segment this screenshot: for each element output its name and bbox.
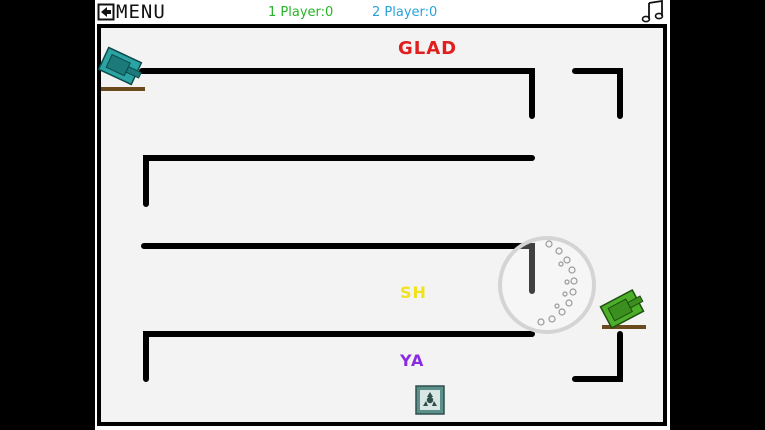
menu-label: MENU (116, 1, 166, 23)
maze-walls (139, 68, 623, 382)
player2-tank (599, 288, 646, 330)
top-bar: MENU 1 Player:0 2 Player:0 (95, 0, 670, 24)
player1-tank (97, 46, 145, 91)
maze-wall (572, 331, 623, 382)
maze-wall (572, 68, 623, 119)
ya-label: YA (400, 351, 425, 370)
sh-label: SH (400, 283, 427, 302)
arena-border (97, 24, 667, 426)
music-toggle-button[interactable] (640, 0, 666, 24)
joystick-control[interactable] (498, 236, 596, 334)
game-screen: MENU 1 Player:0 2 Player:0 (95, 0, 670, 430)
arena (97, 24, 667, 426)
maze-wall (143, 155, 535, 207)
player1-score: 1 Player:0 (268, 5, 334, 20)
back-arrow-icon (97, 3, 115, 21)
maze-wall (143, 331, 535, 382)
maze-wall (139, 68, 535, 119)
glad-label: GLAD (398, 38, 458, 59)
music-note-icon (641, 0, 664, 23)
menu-button[interactable]: MENU (97, 1, 166, 23)
maze-wall (141, 243, 535, 294)
player2-score: 2 Player:0 (372, 5, 438, 20)
powerup-crate-icon (415, 385, 445, 415)
